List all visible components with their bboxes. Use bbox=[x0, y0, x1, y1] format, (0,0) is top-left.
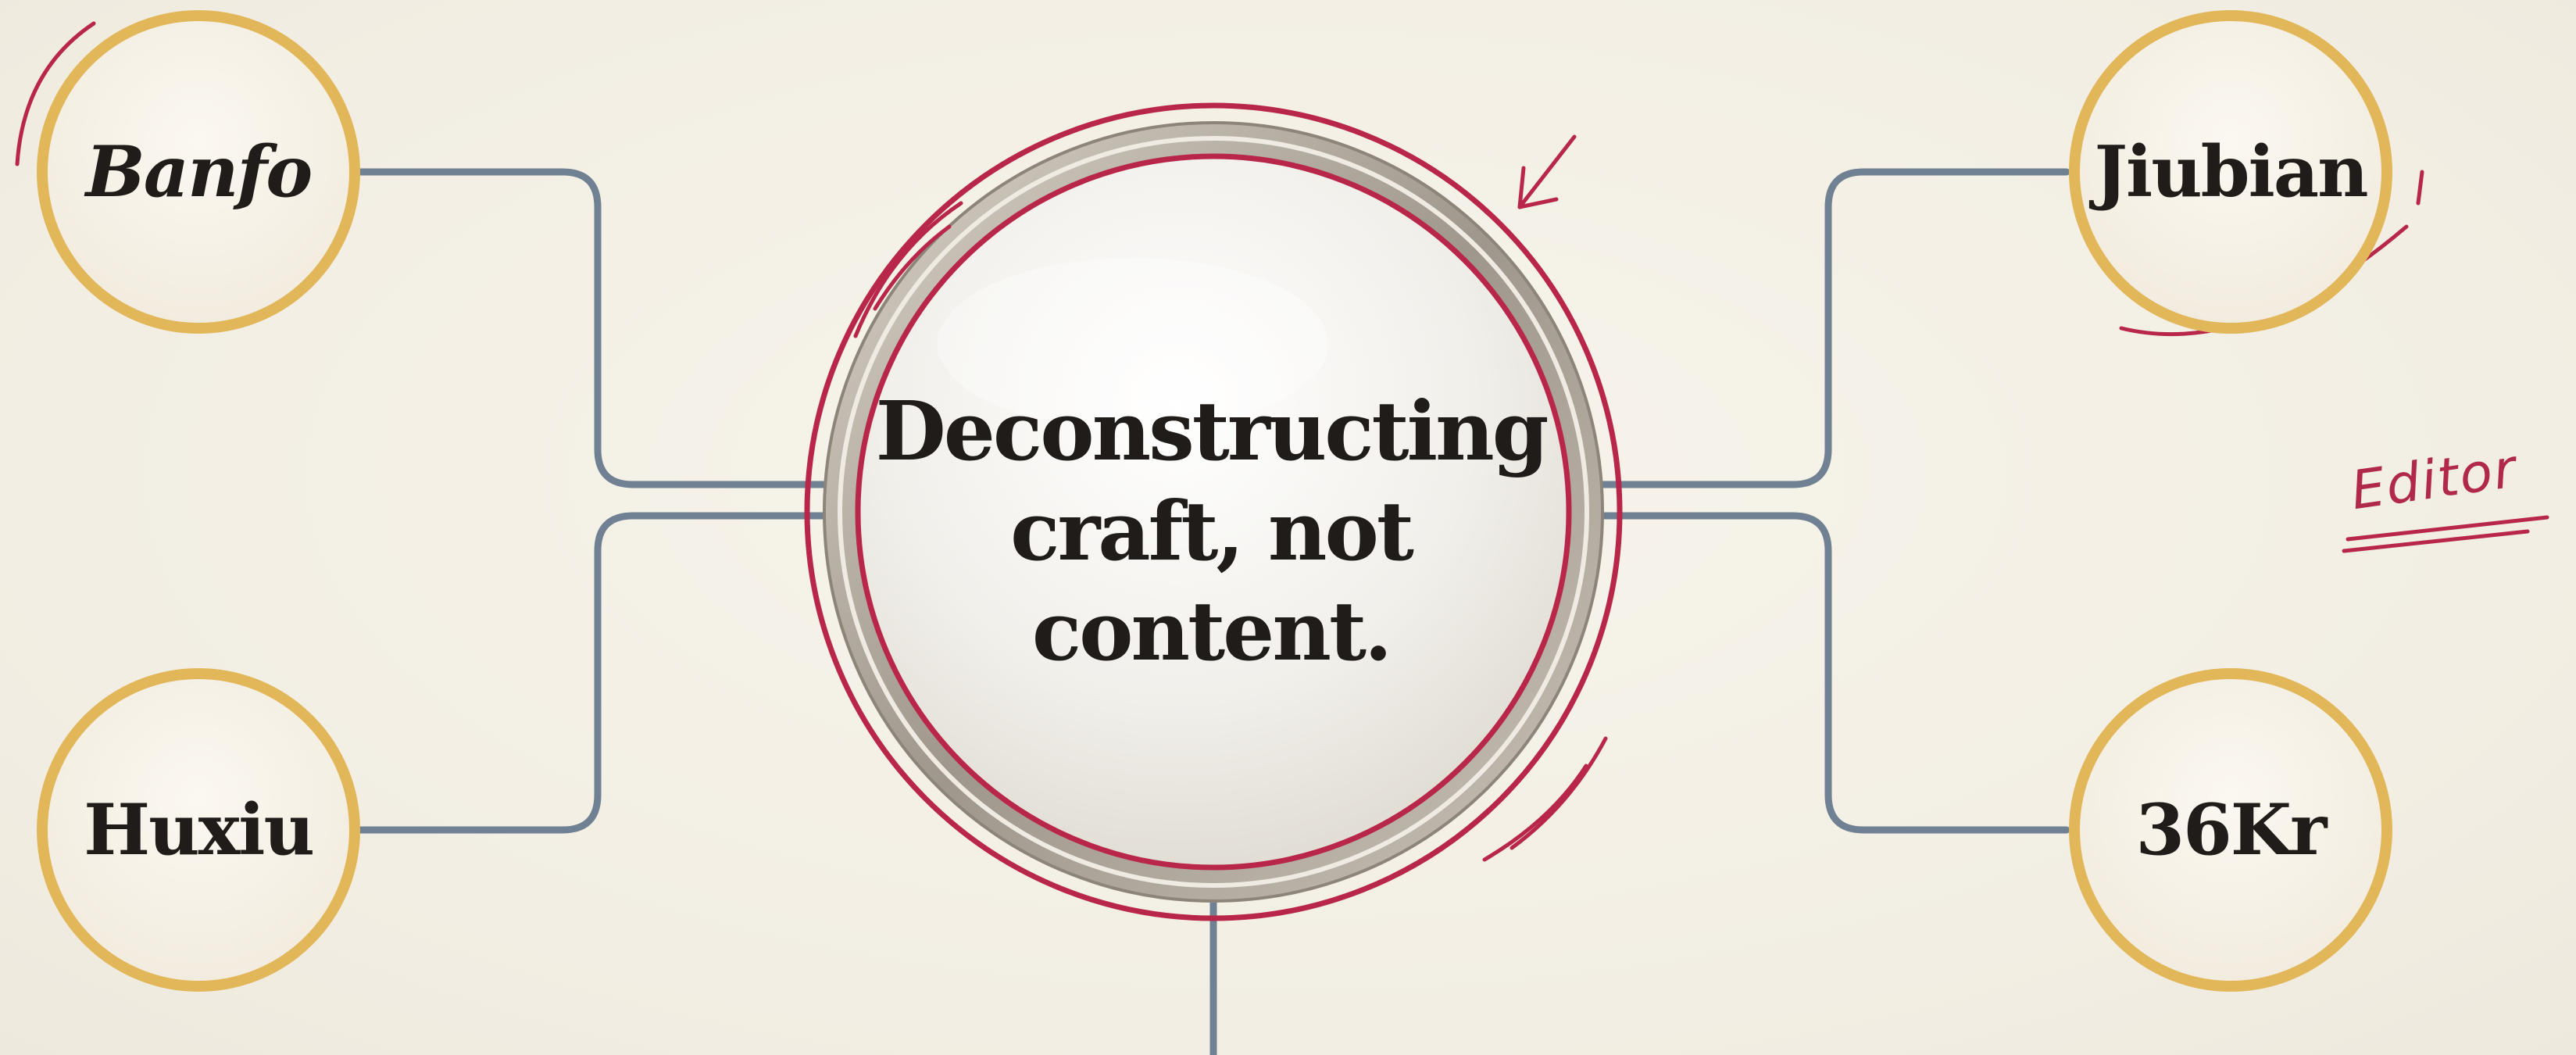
center-title: Deconstructing craft, not content. bbox=[876, 375, 1549, 688]
node-label-huxiu: Huxiu bbox=[84, 789, 315, 871]
connector-lines bbox=[355, 168, 2070, 1055]
node-label-banfo: Banfo bbox=[85, 131, 313, 213]
connector-top-left bbox=[355, 168, 844, 488]
center-lens bbox=[804, 102, 1623, 921]
connector-top-right bbox=[1582, 168, 2070, 488]
node-label-36kr: 36Kr bbox=[2135, 789, 2328, 871]
connector-bottom-left bbox=[355, 512, 844, 834]
node-label-jiubian: Jiubian bbox=[2094, 131, 2368, 213]
connector-bottom-right bbox=[1582, 512, 2070, 834]
center-title-line-1: Deconstructing bbox=[875, 383, 1549, 479]
node-rings bbox=[37, 10, 2392, 992]
center-title-line-2: craft, not bbox=[1010, 483, 1414, 579]
arrow-icon bbox=[1517, 134, 1577, 209]
center-title-line-3: content. bbox=[1031, 583, 1392, 679]
